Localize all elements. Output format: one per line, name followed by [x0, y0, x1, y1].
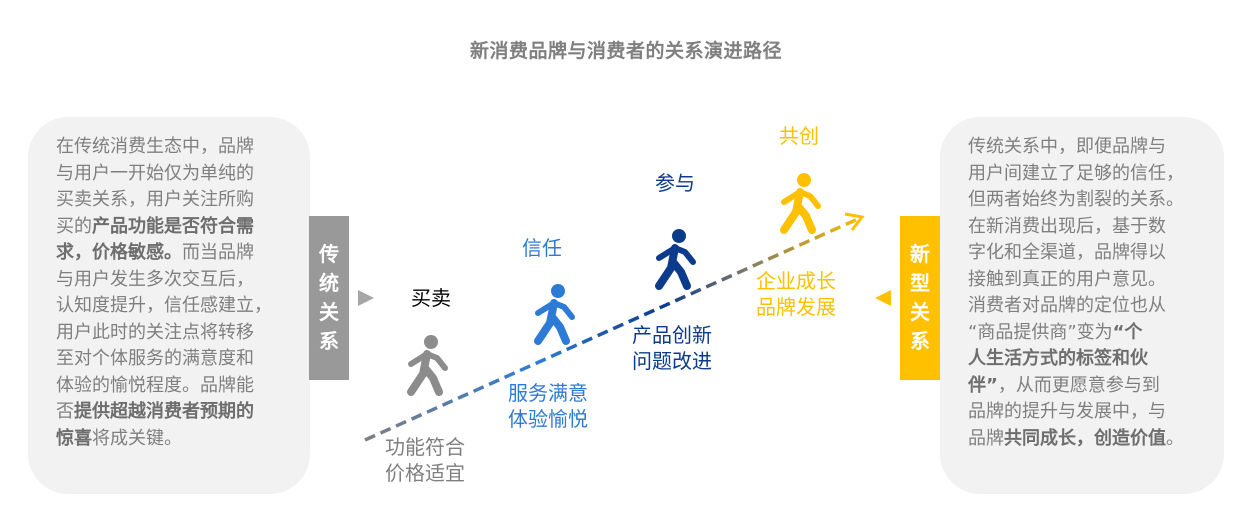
- tab-char: 系: [910, 329, 930, 353]
- emphasis-text: 提供超越消费者预期的: [74, 401, 254, 422]
- tab-char: 统: [319, 271, 339, 295]
- description-line: 问题改进: [632, 349, 712, 373]
- body-text: 与用户一开始仅为单纯的: [56, 162, 254, 184]
- body-text: 将成关键。: [92, 427, 182, 449]
- text-line: 消费者对品牌的定位也从: [968, 293, 1224, 320]
- emphasis-text: 共同成长，创造价值: [1004, 427, 1166, 449]
- text-line: 人生活方式的标签和伙: [968, 346, 1224, 373]
- description-line: 体验愉悦: [508, 407, 588, 431]
- emphasis-text: 求，价格敏感。: [56, 242, 182, 263]
- emphasis-text: 惊喜: [56, 427, 92, 449]
- stage-co-creation-label: 共创: [779, 124, 819, 148]
- text-line: 在新消费出现后，基于数: [968, 214, 1224, 241]
- body-text: 品牌: [968, 427, 1004, 449]
- body-text: 品牌的提升与发展中，与: [968, 401, 1166, 422]
- description-line: 服务满意: [508, 381, 588, 405]
- text-line: 品牌共同成长，创造价值。: [968, 426, 1224, 453]
- new-relationship-description-text: 传统关系中，即便品牌与用户间建立了足够的信任， 但两者始终为割裂的关系。在新消费出…: [968, 134, 1224, 452]
- body-text: “商品提供商”变为: [968, 321, 1113, 343]
- emphasis-text: 人生活方式的标签和伙: [968, 348, 1148, 369]
- text-line: 字化和全渠道，品牌得以: [968, 240, 1224, 267]
- traditional-relationship-tab: 传 统 关 系: [309, 216, 349, 380]
- body-text: 买的: [56, 215, 92, 237]
- text-line: 用户此时的关注点将转移: [56, 320, 310, 347]
- triangle-left-icon: [875, 290, 891, 306]
- body-text: 字化和全渠道，品牌得以: [968, 242, 1166, 263]
- text-line: 至对个体服务的满意度和: [56, 346, 310, 373]
- text-line: 但两者始终为割裂的关系。: [968, 187, 1224, 214]
- description-line: 品牌发展: [756, 295, 836, 319]
- tab-char: 关: [910, 300, 930, 324]
- text-line: 品牌的提升与发展中，与: [968, 399, 1224, 426]
- body-text: 用户间建立了足够的信任，: [968, 162, 1184, 184]
- emphasis-text: “个: [1112, 321, 1143, 343]
- text-line: 伴”，从而更愿意参与到: [968, 373, 1224, 400]
- description-line: 产品创新: [632, 323, 712, 347]
- body-text: 而当品牌: [182, 242, 254, 263]
- text-line: 买的产品功能是否符合需: [56, 214, 310, 241]
- stage-participation-description: 产品创新 问题改进: [632, 322, 712, 374]
- body-text: 与用户发生多次交互后，: [56, 268, 254, 290]
- person-walking-icon: [780, 173, 821, 234]
- text-line: 惊喜将成关键。: [56, 426, 310, 453]
- text-line: 与用户一开始仅为单纯的: [56, 161, 310, 188]
- description-line: 企业成长: [756, 269, 836, 293]
- tab-char: 系: [319, 329, 339, 353]
- body-text: 用户此时的关注点将转移: [56, 321, 254, 343]
- text-line: 否提供超越消费者预期的: [56, 399, 310, 426]
- body-text: 传统关系中，即便品牌与: [968, 136, 1166, 157]
- triangle-right-icon: [358, 290, 374, 306]
- stage-participation-label: 参与: [655, 171, 695, 195]
- text-line: 求，价格敏感。而当品牌: [56, 240, 310, 267]
- text-line: 在传统消费生态中，品牌: [56, 134, 310, 161]
- body-text: 消费者对品牌的定位也从: [968, 295, 1166, 316]
- body-text: 买卖关系，用户关注所购: [56, 189, 254, 210]
- tab-char: 新: [910, 242, 930, 266]
- description-line: 价格适宜: [385, 461, 465, 485]
- text-line: 买卖关系，用户关注所购: [56, 187, 310, 214]
- text-line: “商品提供商”变为“个: [968, 320, 1224, 347]
- stage-buy-sell-label: 买卖: [411, 286, 451, 310]
- body-text: 。: [1166, 427, 1184, 449]
- stage-trust-label: 信任: [522, 236, 562, 260]
- text-line: 认知度提升，信任感建立，: [56, 293, 310, 320]
- body-text: 在新消费出现后，基于数: [968, 215, 1166, 237]
- person-walking-icon: [407, 335, 448, 396]
- tab-char: 传: [319, 242, 339, 266]
- traditional-description-panel: 在传统消费生态中，品牌与用户一开始仅为单纯的买卖关系，用户关注所购买的产品功能是…: [28, 117, 310, 494]
- body-text: 认知度提升，信任感建立，: [56, 295, 272, 316]
- text-line: 传统关系中，即便品牌与: [968, 134, 1224, 161]
- body-text: 体验的愉悦程度。品牌能: [56, 374, 254, 396]
- person-walking-icon: [534, 284, 575, 345]
- text-line: 接触到真正的用户意见。: [968, 267, 1224, 294]
- text-line: 体验的愉悦程度。品牌能: [56, 373, 310, 400]
- stage-trust-description: 服务满意 体验愉悦: [508, 380, 588, 432]
- body-text: 否: [56, 401, 74, 422]
- page-title: 新消费品牌与消费者的关系演进路径: [469, 40, 782, 62]
- body-text: 但两者始终为割裂的关系。: [968, 189, 1184, 210]
- traditional-description-text: 在传统消费生态中，品牌与用户一开始仅为单纯的买卖关系，用户关注所购买的产品功能是…: [56, 134, 310, 452]
- text-line: 与用户发生多次交互后，: [56, 267, 310, 294]
- body-text: 至对个体服务的满意度和: [56, 348, 254, 369]
- emphasis-text: 产品功能是否符合需: [92, 215, 254, 237]
- text-line: 用户间建立了足够的信任，: [968, 161, 1224, 188]
- tab-char: 型: [910, 271, 930, 295]
- body-text: ，从而更愿意参与到: [997, 374, 1160, 396]
- new-relationship-tab: 新 型 关 系: [900, 216, 940, 380]
- body-text: 在传统消费生态中，品牌: [56, 136, 254, 157]
- new-relationship-description-panel: 传统关系中，即便品牌与用户间建立了足够的信任， 但两者始终为割裂的关系。在新消费出…: [940, 117, 1224, 494]
- person-walking-icon: [655, 229, 696, 290]
- emphasis-text: 伴”: [968, 374, 998, 396]
- stage-buy-sell-description: 功能符合 价格适宜: [385, 434, 465, 486]
- body-text: 接触到真正的用户意见。: [968, 268, 1166, 290]
- description-line: 功能符合: [385, 435, 465, 459]
- stage-co-creation-description: 企业成长 品牌发展: [756, 268, 836, 320]
- tab-char: 关: [319, 300, 339, 324]
